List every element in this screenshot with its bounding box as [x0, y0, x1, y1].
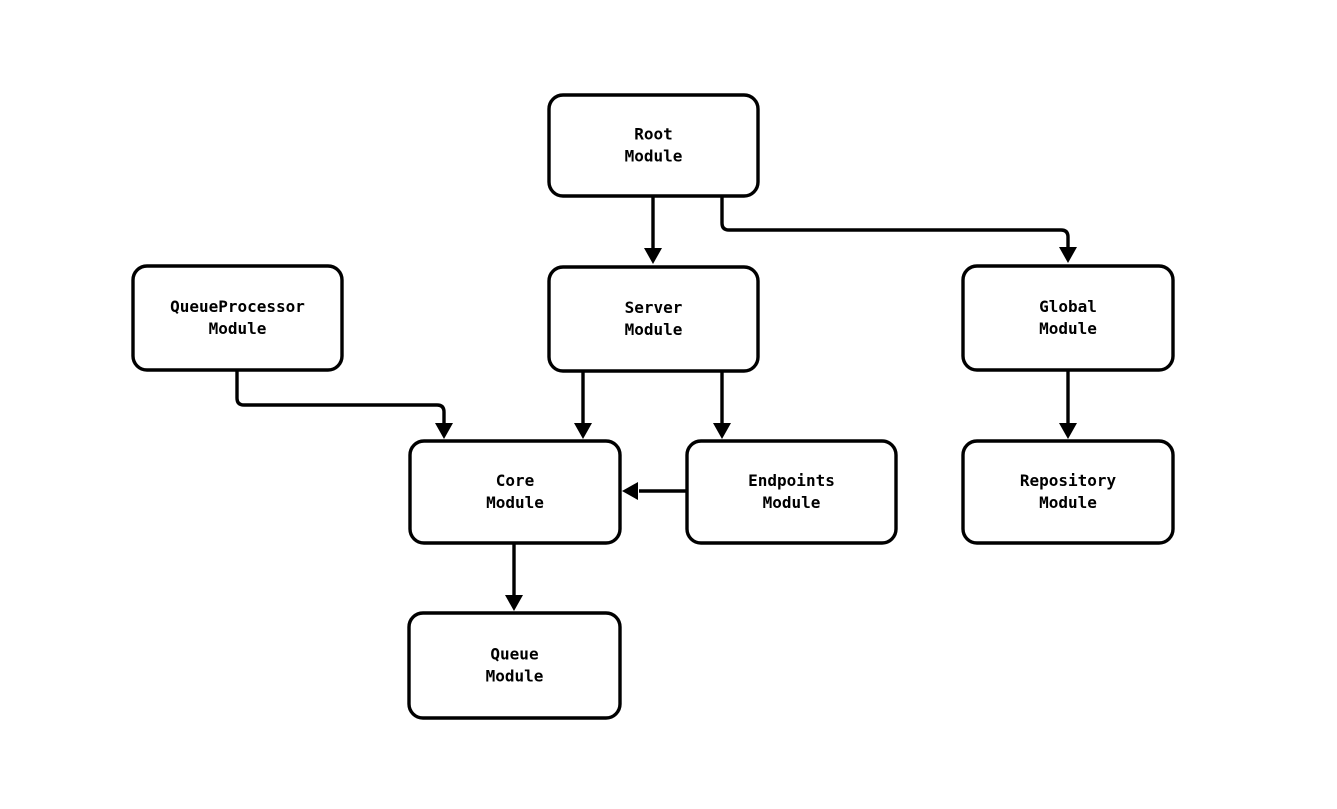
- root-module-box[interactable]: [547, 93, 760, 198]
- edge-queueprocessor-to-core: [235, 370, 453, 439]
- core-module-box[interactable]: [408, 439, 622, 545]
- core-module-label-line1: Core: [496, 471, 535, 490]
- edge-root-to-server-arrowhead: [644, 248, 662, 264]
- root-module-label-line1: Root: [634, 124, 673, 143]
- edge-root-to-server: [644, 196, 662, 264]
- server-module-box[interactable]: [547, 265, 760, 373]
- repository-module-box[interactable]: [961, 439, 1175, 545]
- global-module-label-line2: Module: [1039, 319, 1097, 338]
- server-module-label-line1: Server: [625, 298, 683, 317]
- edge-server-to-core: [574, 371, 592, 439]
- edge-core-to-queue: [505, 543, 523, 611]
- edge-global-to-repository-arrowhead: [1059, 423, 1077, 439]
- root-module-label-line2: Module: [625, 146, 683, 165]
- global-module-label-line1: Global: [1039, 297, 1097, 316]
- endpoints-module-label-line2: Module: [763, 493, 821, 512]
- queue-module-box[interactable]: [407, 611, 622, 720]
- edge-queueprocessor-to-core-arrowhead: [435, 423, 453, 439]
- edge-server-to-endpoints-arrowhead: [713, 423, 731, 439]
- queue-module-label-line2: Module: [486, 666, 544, 685]
- endpoints-module-box[interactable]: [685, 439, 898, 545]
- queueprocessor-module-label-line1: QueueProcessor: [170, 297, 305, 316]
- edge-root-to-global-arrowhead: [1059, 247, 1077, 263]
- queueprocessor-module-label-line2: Module: [209, 319, 267, 338]
- edges-layer: [235, 196, 1077, 611]
- edge-core-to-queue-arrowhead: [505, 595, 523, 611]
- edge-endpoints-to-core: [622, 482, 687, 500]
- edge-endpoints-to-core-arrowhead: [622, 482, 638, 500]
- repository-module-label-line2: Module: [1039, 493, 1097, 512]
- repository-module-label-line1: Repository: [1020, 471, 1117, 490]
- edge-root-to-global-line: [720, 196, 1070, 247]
- edge-queueprocessor-to-core-line: [235, 370, 446, 423]
- core-module-label-line2: Module: [486, 493, 544, 512]
- queueprocessor-module-box[interactable]: [131, 264, 344, 372]
- edge-global-to-repository: [1059, 370, 1077, 439]
- edge-server-to-core-arrowhead: [574, 423, 592, 439]
- endpoints-module-label-line1: Endpoints: [748, 471, 835, 490]
- edge-root-to-global: [720, 196, 1077, 263]
- server-module-label-line2: Module: [625, 320, 683, 339]
- global-module-box[interactable]: [961, 264, 1175, 372]
- queue-module-label-line1: Queue: [490, 644, 538, 663]
- edge-server-to-endpoints: [713, 371, 731, 439]
